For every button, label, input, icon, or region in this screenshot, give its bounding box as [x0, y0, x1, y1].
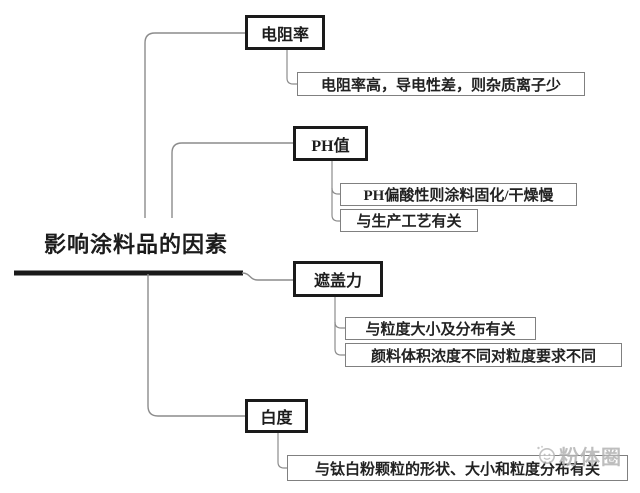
- root-topic-label: 影响涂料品的因素: [44, 232, 229, 257]
- topic-resistivity: 电阻率: [245, 15, 325, 50]
- detail-whiteness-note: 与钛白粉颗粒的形状、大小和粒度分布有关: [287, 455, 628, 481]
- detail-resistivity-note: 电阻率高，导电性差，则杂质离子少: [297, 72, 585, 96]
- topic-whiteness: 白度: [245, 399, 308, 433]
- detail-hiding-note-1: 与粒度大小及分布有关: [345, 317, 536, 340]
- connector-resistivity-details: [286, 50, 297, 85]
- connector-ph-detail-1-tick: [331, 187, 340, 195]
- topic-hiding-power: 遮盖力: [293, 261, 383, 297]
- topic-ph-value: PH值: [293, 126, 368, 161]
- connector-root-to-ph-value: [171, 142, 293, 218]
- connector-root-to-whiteness: [147, 274, 245, 417]
- detail-ph-note-1: PH偏酸性则涂料固化/干燥慢: [340, 183, 577, 206]
- detail-hiding-note-2: 颜料体积浓度不同对粒度要求不同: [345, 343, 622, 367]
- connector-whiteness-details: [277, 433, 287, 469]
- detail-ph-note-2: 与生产工艺有关: [340, 209, 478, 232]
- connector-root-to-hiding-power: [241, 272, 293, 281]
- connector-ph-details-trunk: [331, 161, 340, 222]
- connector-root-to-resistivity: [144, 32, 245, 218]
- connector-hiding-detail-1-tick: [334, 321, 345, 329]
- connector-hiding-details-trunk: [334, 297, 345, 356]
